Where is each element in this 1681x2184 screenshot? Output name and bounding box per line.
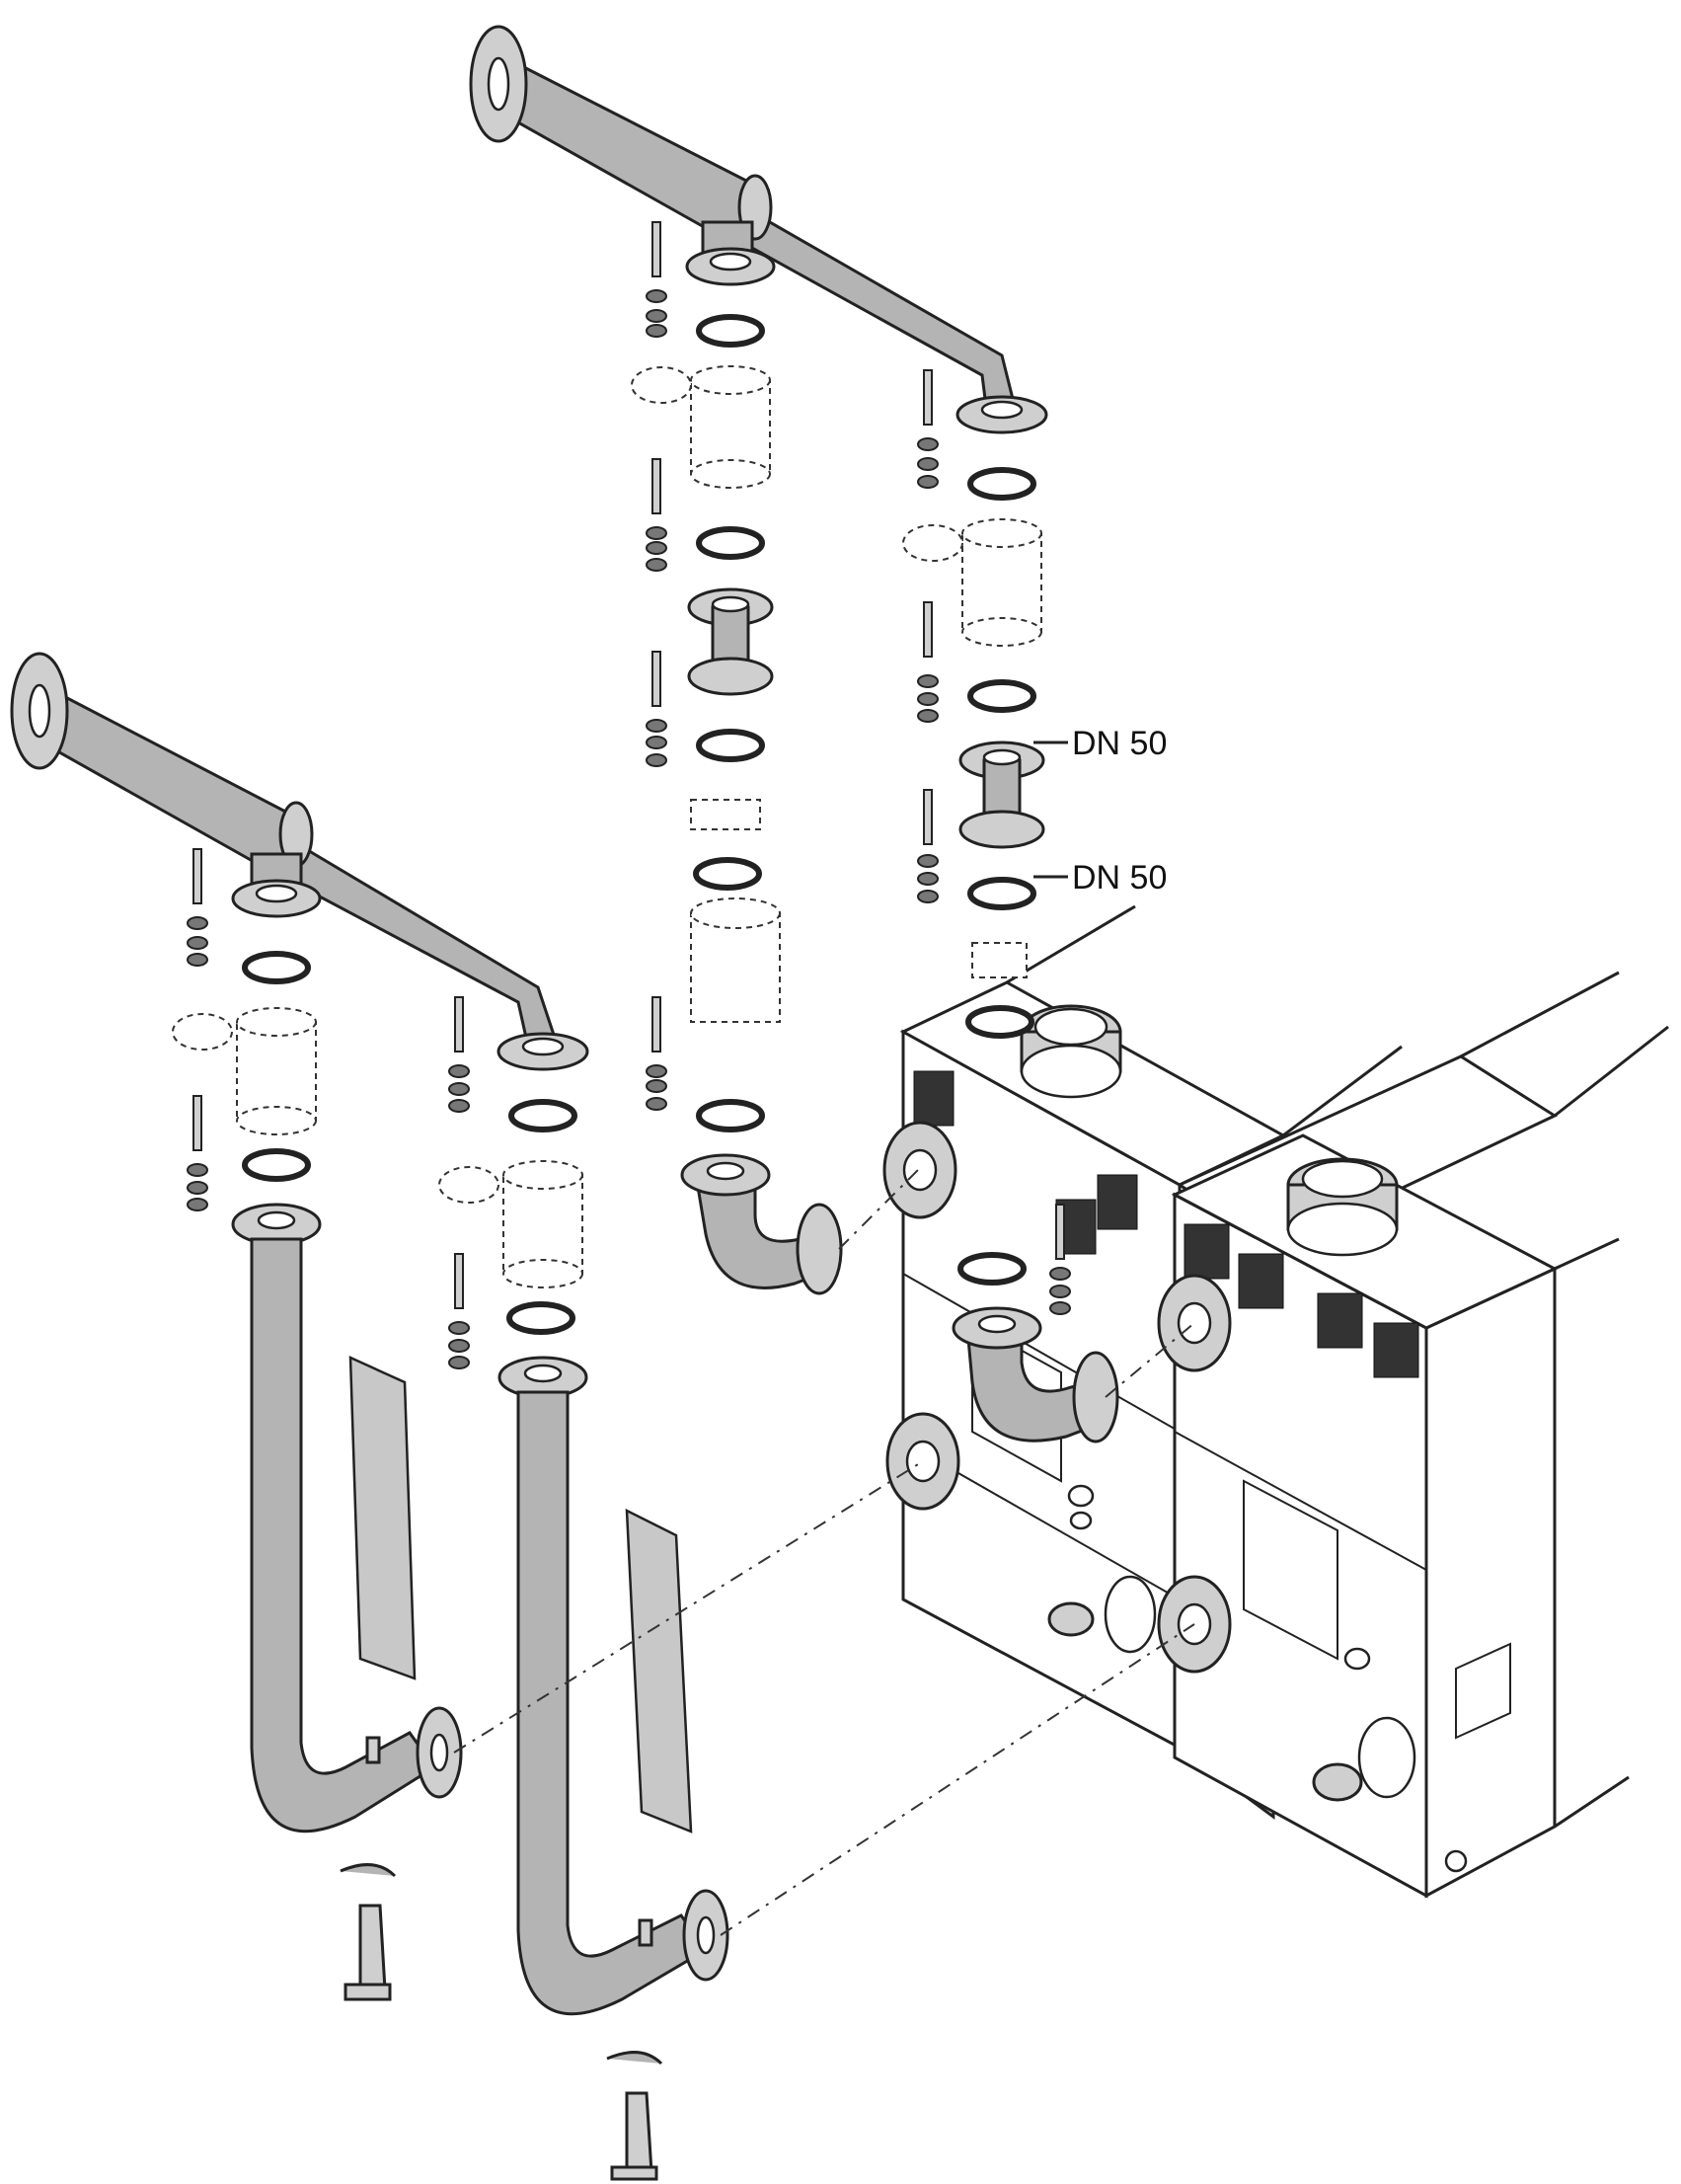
gasket-label-dn50-lower: DN 50 xyxy=(1072,859,1167,897)
column-c-parts xyxy=(172,848,463,2001)
upper-header-pipe xyxy=(469,25,1048,434)
boiler-unit-right xyxy=(1157,1133,1630,1899)
gasket-callouts: DN 50 DN 50 xyxy=(1033,725,1167,897)
connection-lines xyxy=(453,1169,1195,1936)
column-a-parts xyxy=(631,221,843,1295)
column-d-parts xyxy=(438,996,729,2181)
lower-header-pipe xyxy=(10,652,589,1071)
gasket-label-dn50-upper: DN 50 xyxy=(1072,725,1167,762)
column-b-parts xyxy=(902,369,1119,1443)
